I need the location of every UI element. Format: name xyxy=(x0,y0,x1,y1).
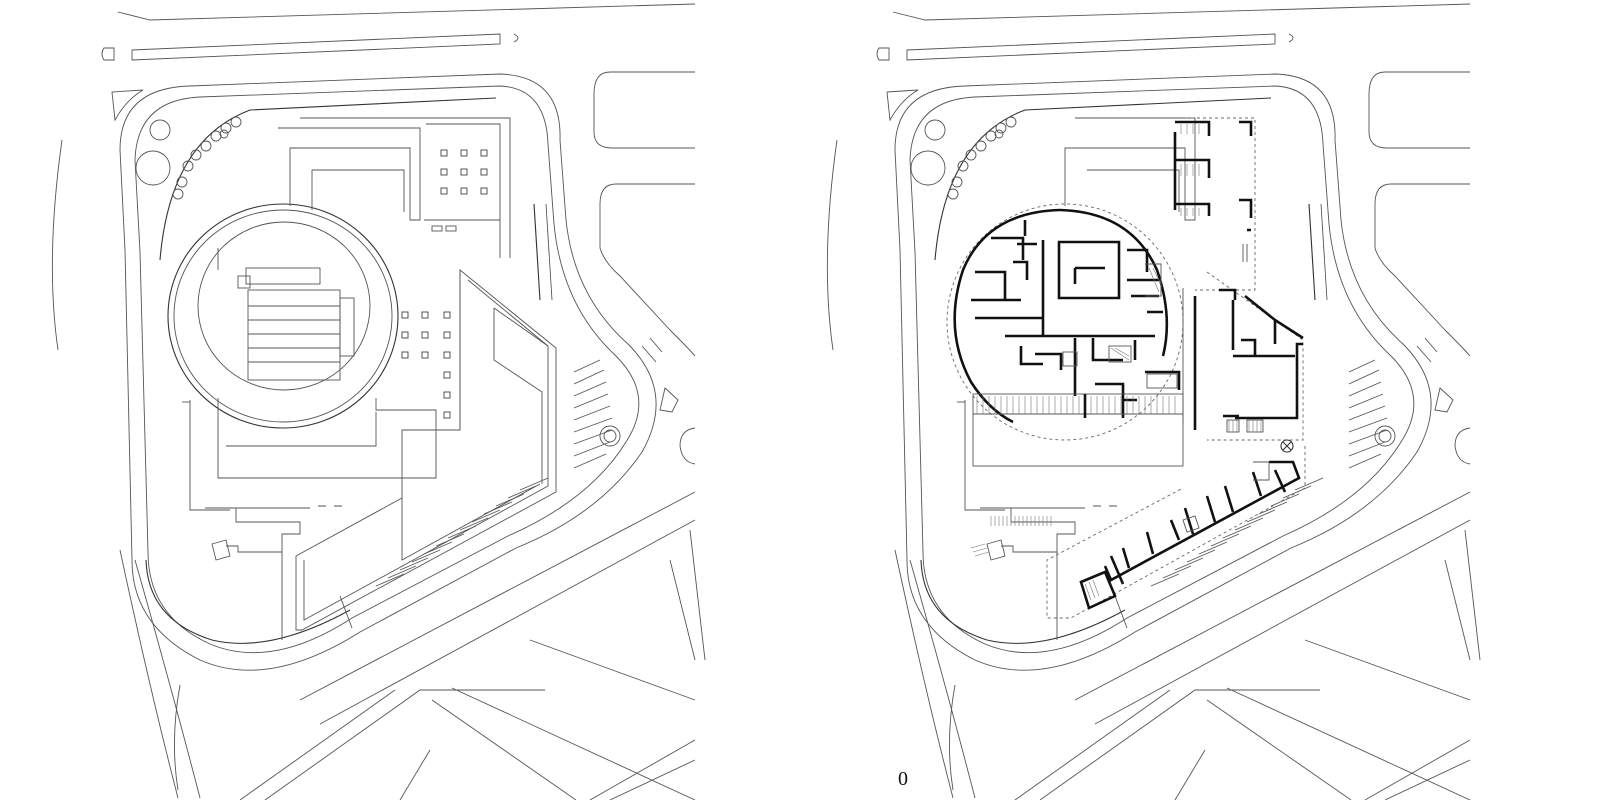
ground-floor-plan xyxy=(826,3,1481,800)
scale-bar-label: 0 xyxy=(898,768,908,790)
circular-hall-walls xyxy=(946,203,1184,441)
skylight-grid-north xyxy=(440,149,488,195)
oval-roof-outline xyxy=(167,203,399,429)
south-wing-outline xyxy=(295,269,557,631)
terrace-steps xyxy=(972,393,1184,467)
roof-skylight xyxy=(237,267,355,381)
east-block-walls xyxy=(1145,271,1304,441)
entrance-marker-icon xyxy=(1280,439,1294,453)
south-wing-walls xyxy=(1046,446,1306,619)
skylight-grid-center xyxy=(401,311,451,419)
north-east-wing-walls xyxy=(1173,117,1256,291)
site-plan xyxy=(51,3,706,800)
north-wing-outline xyxy=(278,117,511,258)
